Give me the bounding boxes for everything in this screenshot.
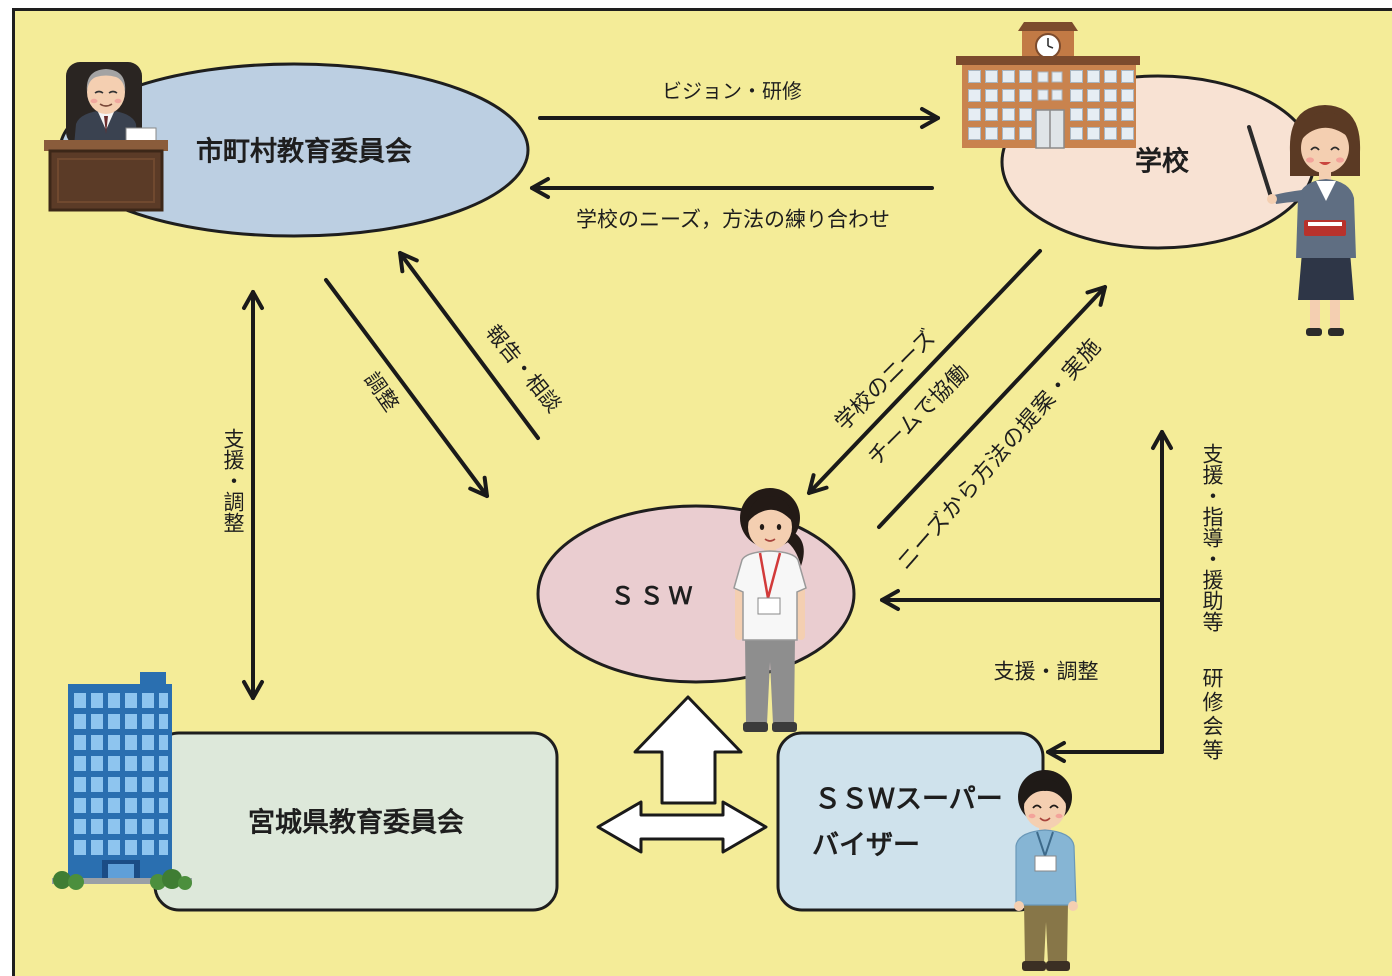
school-building-illustration: [956, 22, 1140, 149]
supervisor-box: [776, 731, 1045, 912]
arrow-proposal-implementation: [877, 285, 1107, 529]
desk-front: [48, 149, 164, 212]
office-building-illustration: [52, 672, 192, 890]
desk-top: [44, 140, 168, 151]
school-windows-right: [1070, 70, 1134, 140]
hollow-double-arrow: [596, 800, 768, 854]
ssw-label: ＳＳＷ: [610, 582, 698, 610]
arrow-report-consult: [398, 251, 540, 440]
supervisor-illustration: [1014, 770, 1078, 971]
arrow-coordination: [324, 278, 489, 498]
supervisor-label-line2: バイザー: [812, 830, 920, 861]
teacher-illustration: [1247, 105, 1361, 336]
nameplate: [125, 127, 157, 142]
id-badge: [757, 597, 781, 615]
support-guidance-label: 支援・指導・援助等: [1200, 443, 1224, 632]
vision-training-label: ビジョン・研修: [662, 79, 802, 103]
school-windows-left: [968, 70, 1032, 140]
support-coordination-right-label: 支援・調整: [993, 659, 1099, 684]
ssw-staff-illustration: [733, 488, 807, 732]
hollow-up-arrow: [633, 695, 743, 805]
needs-methods-label: 学校のニーズ，方法の練り合わせ: [576, 207, 890, 232]
frame-border: [12, 8, 1392, 976]
supervisor-label-line1: ＳＳＷスーパー: [814, 784, 1003, 815]
office-windows: [72, 690, 168, 858]
support-coordination-left-label: 支援・調整: [221, 428, 245, 533]
municipal-board-label: 市町村教育委員会: [196, 136, 412, 168]
prefectural-board-label: 宮城県教育委員会: [248, 807, 464, 839]
arrow-school-needs: [807, 249, 1042, 495]
supervisor-id-badge: [1034, 855, 1057, 872]
school-label: 学校: [1135, 146, 1189, 178]
principal-at-desk-illustration: [44, 62, 168, 212]
arrows: [242, 107, 1173, 763]
pointer-stick: [1247, 125, 1273, 199]
training-sessions-label: 研修会等: [1200, 667, 1224, 763]
